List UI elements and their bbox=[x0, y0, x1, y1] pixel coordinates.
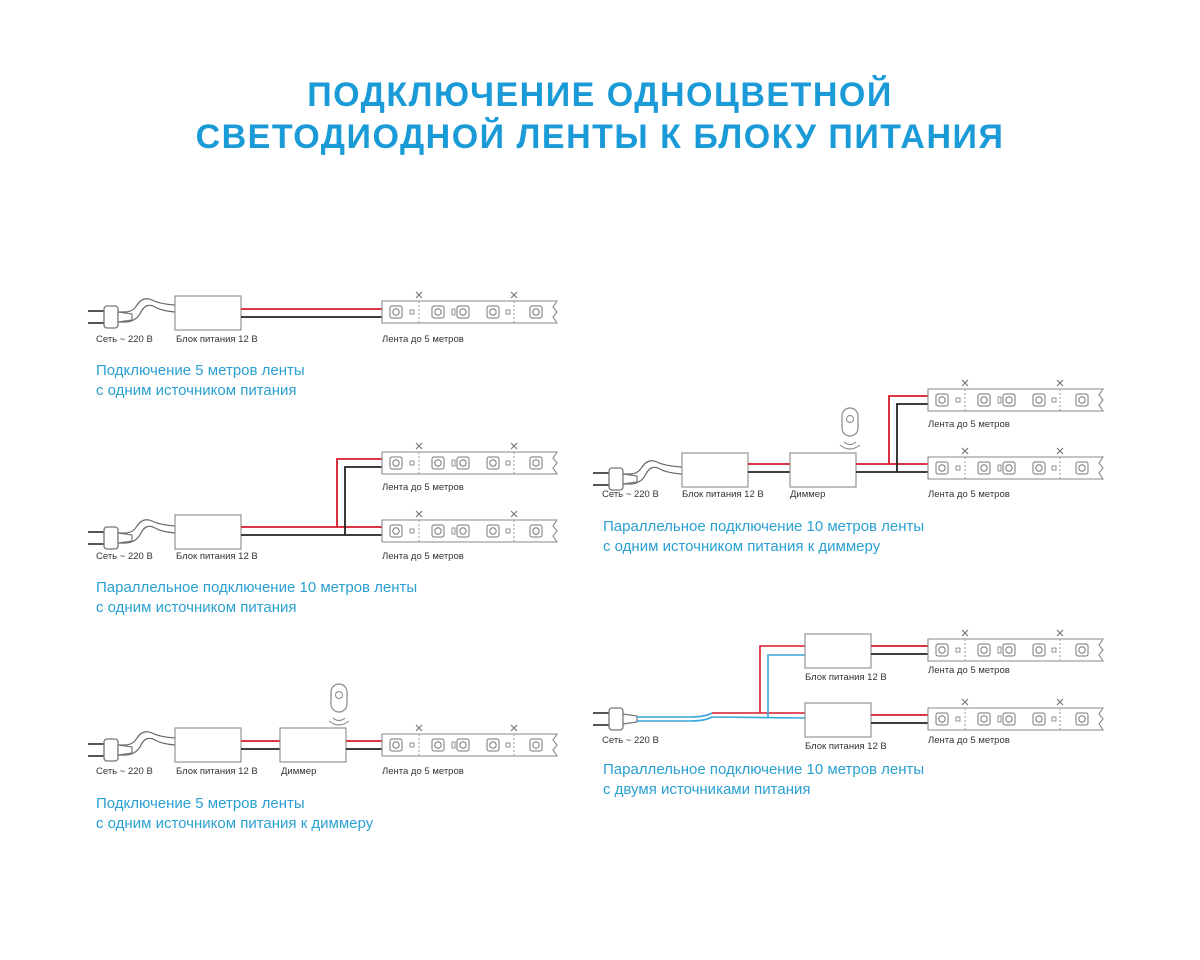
led-strip-icon bbox=[381, 291, 558, 324]
caption-line: с одним источником питания к диммеру bbox=[96, 815, 374, 832]
strip-label: Лента до 5 метров bbox=[928, 489, 1010, 500]
power-supply-icon bbox=[804, 702, 872, 738]
caption-line: с двумя источниками питания bbox=[603, 781, 811, 798]
title-line-1: ПОДКЛЮЧЕНИЕ ОДНОЦВЕТНОЙ bbox=[307, 76, 893, 114]
strip-label: Лента до 5 метров bbox=[928, 665, 1010, 676]
caption-line: Подключение 5 метров ленты bbox=[96, 362, 305, 379]
caption-line: с одним источником питания к диммеру bbox=[603, 538, 881, 555]
led-strip-icon bbox=[381, 442, 558, 475]
caption-line: Параллельное подключение 10 метров ленты bbox=[96, 579, 418, 596]
plug-icon bbox=[592, 707, 638, 731]
caption-line: Параллельное подключение 10 метров ленты bbox=[603, 761, 925, 778]
plug-icon bbox=[592, 467, 638, 491]
strip-label: Лента до 5 метров bbox=[382, 334, 464, 345]
power-supply-icon bbox=[174, 727, 242, 763]
diagram-two-strips-parallel: Сеть ~ 220 В Блок питания 12 В Лента до … bbox=[87, 442, 558, 562]
power-supply-icon bbox=[804, 633, 872, 669]
remote-control-icon bbox=[328, 683, 350, 726]
caption-two-strips-parallel: Параллельное подключение 10 метров ленты… bbox=[96, 578, 417, 618]
plug-icon bbox=[87, 526, 133, 550]
strip-label: Лента до 5 метров bbox=[382, 482, 464, 493]
power-supply-icon bbox=[681, 452, 749, 488]
caption-two-strips-two-psu: Параллельное подключение 10 метров ленты… bbox=[603, 760, 924, 800]
page-title: ПОДКЛЮЧЕНИЕ ОДНОЦВЕТНОЙ СВЕТОДИОДНОЙ ЛЕН… bbox=[0, 74, 1200, 158]
caption-line: Подключение 5 метров ленты bbox=[96, 795, 305, 812]
diagram-two-strips-dimmer: Сеть ~ 220 В Блок питания 12 В Диммер Ле… bbox=[592, 379, 1104, 500]
mains-label: Сеть ~ 220 В bbox=[602, 735, 659, 746]
power-supply-icon bbox=[174, 295, 242, 331]
caption-single-strip: Подключение 5 метров ленты с одним источ… bbox=[96, 361, 305, 401]
diagram-single-strip: Сеть ~ 220 В Блок питания 12 В Лента до … bbox=[87, 291, 558, 345]
strip-label: Лента до 5 метров bbox=[382, 551, 464, 562]
dimmer-icon bbox=[789, 452, 857, 488]
led-strip-icon bbox=[381, 724, 558, 757]
led-strip-icon bbox=[927, 447, 1104, 480]
mains-label: Сеть ~ 220 В bbox=[96, 334, 153, 345]
caption-single-strip-dimmer: Подключение 5 метров ленты с одним источ… bbox=[96, 794, 373, 834]
plug-icon bbox=[87, 305, 133, 329]
led-strip-icon bbox=[927, 698, 1104, 731]
dimmer-label: Диммер bbox=[281, 766, 316, 777]
mains-label: Сеть ~ 220 В bbox=[96, 551, 153, 562]
mains-label: Сеть ~ 220 В bbox=[602, 489, 659, 500]
caption-line: с одним источником питания bbox=[96, 382, 297, 399]
strip-label: Лента до 5 метров bbox=[928, 735, 1010, 746]
caption-line: Параллельное подключение 10 метров ленты bbox=[603, 518, 925, 535]
psu-label: Блок питания 12 В bbox=[805, 672, 887, 683]
mains-label: Сеть ~ 220 В bbox=[96, 766, 153, 777]
plug-icon bbox=[87, 738, 133, 762]
remote-control-icon bbox=[839, 407, 861, 450]
psu-label: Блок питания 12 В bbox=[805, 741, 887, 752]
dimmer-label: Диммер bbox=[790, 489, 825, 500]
led-strip-icon bbox=[381, 510, 558, 543]
psu-label: Блок питания 12 В bbox=[682, 489, 764, 500]
psu-label: Блок питания 12 В bbox=[176, 551, 258, 562]
psu-label: Блок питания 12 В bbox=[176, 334, 258, 345]
title-line-2: СВЕТОДИОДНОЙ ЛЕНТЫ К БЛОКУ ПИТАНИЯ bbox=[195, 118, 1005, 156]
led-strip-icon bbox=[927, 629, 1104, 662]
power-supply-icon bbox=[174, 514, 242, 550]
dimmer-icon bbox=[279, 727, 347, 763]
strip-label: Лента до 5 метров bbox=[928, 419, 1010, 430]
diagram-single-strip-dimmer: Сеть ~ 220 В Блок питания 12 В Диммер Ле… bbox=[87, 683, 558, 777]
caption-two-strips-dimmer: Параллельное подключение 10 метров ленты… bbox=[603, 517, 924, 557]
psu-label: Блок питания 12 В bbox=[176, 766, 258, 777]
diagram-two-strips-two-psu: Сеть ~ 220 В Блок питания 12 В Блок пита… bbox=[592, 629, 1104, 752]
caption-line: с одним источником питания bbox=[96, 599, 297, 616]
led-strip-icon bbox=[927, 379, 1104, 412]
strip-label: Лента до 5 метров bbox=[382, 766, 464, 777]
